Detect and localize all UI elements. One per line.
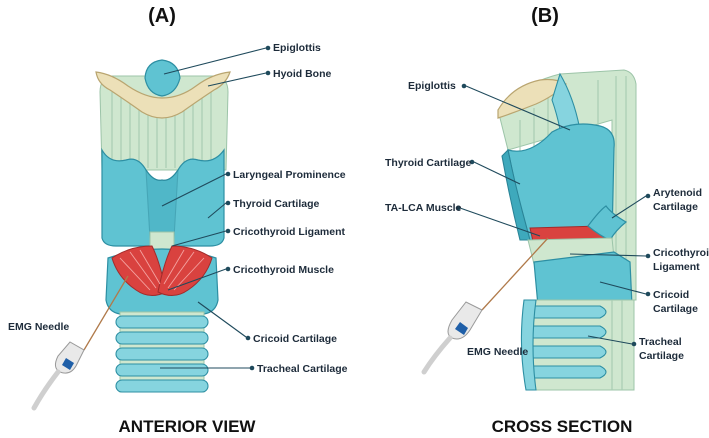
epiglottis-shape xyxy=(144,59,181,97)
label-arytenoid-line1: Arytenoid xyxy=(653,187,702,199)
thyroid-cartilage-shape xyxy=(101,147,225,247)
label-cricoid-line2: Cartilage xyxy=(653,303,698,315)
label-emg-needle-b: EMG Needle xyxy=(467,346,528,358)
label-arytenoid-line2: Cartilage xyxy=(653,201,698,213)
anterior-view-panel: (A) xyxy=(8,5,348,436)
cross-section-panel: (B) xyxy=(385,5,709,436)
hyoid-bone-shape xyxy=(95,71,231,119)
label-thyroid-cartilage-b: Thyroid Cartilage xyxy=(385,157,472,169)
label-cricothyroid-ligament-a: Cricothyroid Ligament xyxy=(233,226,346,238)
tracheal-rings-b xyxy=(520,299,635,391)
hyoid-bone-b xyxy=(497,78,567,119)
label-laryngeal-prominence: Laryngeal Prominence xyxy=(233,169,346,181)
label-hyoid-bone: Hyoid Bone xyxy=(273,68,331,80)
emg-needle-b xyxy=(421,237,549,375)
panel-a-header: (A) xyxy=(148,5,176,27)
panel-b-header: (B) xyxy=(531,5,559,27)
label-cricothyroid-line1: Cricothyroid xyxy=(653,247,709,259)
membrane-stripes xyxy=(111,92,212,168)
thyroid-cartilage-front xyxy=(501,148,531,241)
label-tracheal-line1: Tracheal xyxy=(639,336,682,348)
label-tracheal-cartilage-a: Tracheal Cartilage xyxy=(257,363,348,375)
label-epiglottis-b: Epiglottis xyxy=(408,80,456,92)
label-thyroid-cartilage-a: Thyroid Cartilage xyxy=(233,198,320,210)
panel-b-title: CROSS SECTION xyxy=(492,417,633,436)
muscle-fibers xyxy=(119,249,205,291)
leaders-b xyxy=(455,83,651,347)
label-cricothyroid-muscle: Cricothyroid Muscle xyxy=(233,264,334,276)
label-ta-lca-muscle: TA-LCA Muscle xyxy=(385,202,462,214)
label-tracheal-line2: Cartilage xyxy=(639,350,684,362)
leaders-a xyxy=(160,45,271,371)
label-cricoid-cartilage-a: Cricoid Cartilage xyxy=(253,333,337,345)
cricoid-cartilage-b xyxy=(533,251,633,307)
arytenoid-cartilage-shape xyxy=(587,205,628,241)
emg-needle-a xyxy=(31,275,129,411)
panel-a-title: ANTERIOR VIEW xyxy=(119,417,257,436)
label-epiglottis-a: Epiglottis xyxy=(273,42,321,54)
tracheal-rings xyxy=(115,311,209,393)
label-cricoid-line1: Cricoid xyxy=(653,289,689,301)
label-emg-needle-a: EMG Needle xyxy=(8,321,69,333)
label-cricothyroid-line2: Ligament xyxy=(653,261,700,273)
